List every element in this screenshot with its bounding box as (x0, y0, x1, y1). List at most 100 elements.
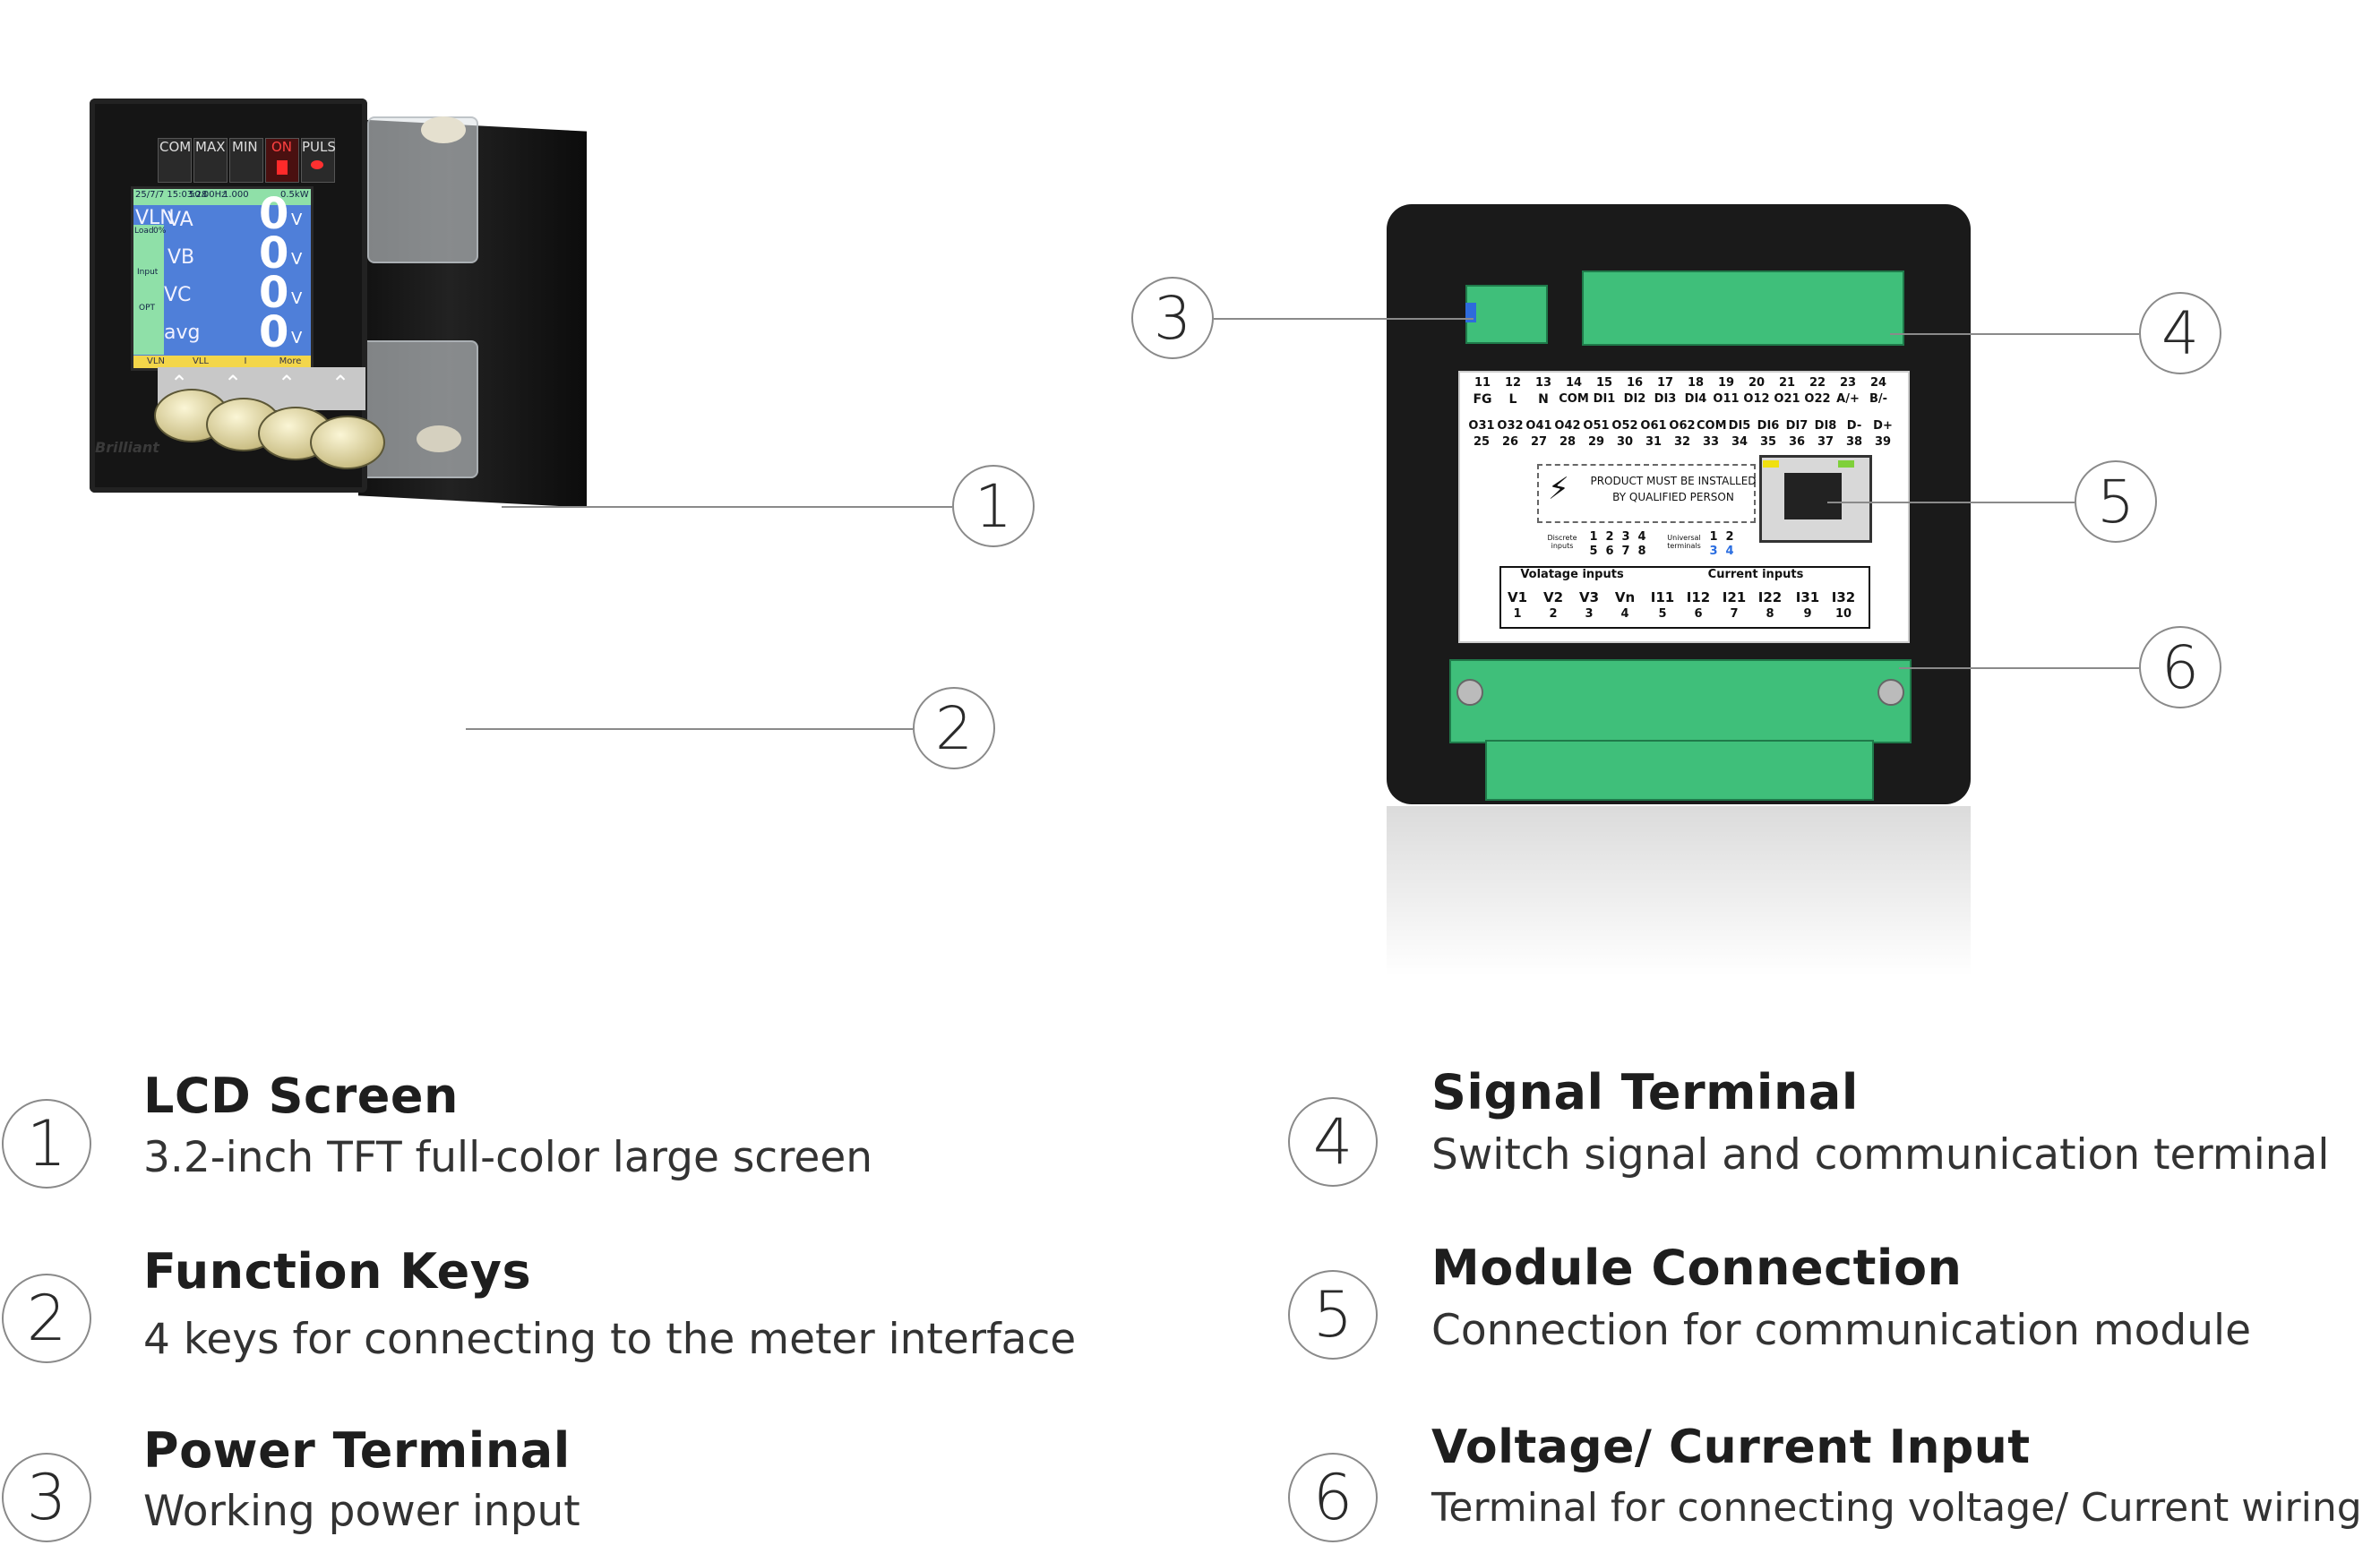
led-puls: PULS (301, 138, 336, 183)
top-terminal-label: O11 (1713, 392, 1740, 406)
leader-line-5 (1827, 502, 2075, 503)
chevron-up-icon: ⌃ (224, 371, 243, 396)
mid-terminal-num: 25 (1473, 435, 1491, 449)
universal-num: 2 (1725, 530, 1734, 544)
led-label: COM (159, 139, 192, 155)
top-terminal-label: DI2 (1623, 392, 1646, 406)
bottom-terminal-num: 1 (1513, 607, 1522, 621)
legend-num-1: 1 (2, 1099, 91, 1189)
lcd-side-panel (133, 225, 164, 355)
warning-text-line-2: BY QUALIFIED PERSON (1612, 491, 1734, 503)
voltage-inputs-header: Volatage inputs (1520, 568, 1624, 581)
top-terminal-num: 18 (1687, 376, 1705, 390)
status-date: 25/7/7 15:03:28 (135, 190, 208, 200)
power-terminal-latch (1465, 303, 1476, 322)
status-pf: 1.000 (223, 190, 249, 200)
discrete-inputs-label: Discrete inputs (1547, 534, 1577, 550)
mid-terminal-num: 33 (1702, 435, 1720, 449)
top-terminal-label: A/+ (1836, 392, 1860, 406)
bottom-terminal-label: Vn (1614, 589, 1636, 605)
mid-terminal-num: 31 (1645, 435, 1663, 449)
row-unit-vc: V (291, 289, 303, 308)
top-terminal-label: FG (1473, 392, 1492, 407)
power-terminal (1465, 285, 1548, 344)
mid-terminal-label: O42 (1554, 419, 1581, 433)
back-device-image: 11 12 13 14 15 16 17 18 19 20 21 22 23 2… (1387, 204, 1971, 804)
legend-title-2: Function Keys (143, 1243, 532, 1300)
mid-terminal-row: O31 O32 O41 O42 O51 O52 O61 O62 COM DI5 … (1467, 419, 1899, 455)
input-table (1499, 566, 1870, 629)
top-terminal-label: B/- (1869, 392, 1888, 406)
led-dot-icon (311, 160, 323, 169)
top-terminal-label: N (1538, 392, 1549, 407)
chevron-up-icon: ⌃ (278, 371, 296, 396)
mid-terminal-label: D- (1846, 419, 1862, 433)
lcd-mode-label: VLN (135, 207, 175, 229)
discrete-num: 4 (1637, 530, 1646, 544)
mid-terminal-label: DI5 (1728, 419, 1751, 433)
legend-num-6: 6 (1288, 1453, 1378, 1542)
top-terminal-num: 15 (1595, 376, 1613, 390)
callout-1: 1 (952, 465, 1035, 547)
top-terminal-label: DI3 (1654, 392, 1677, 406)
discrete-num: 7 (1621, 545, 1630, 558)
mid-terminal-num: 35 (1759, 435, 1777, 449)
side-load-label: Load (134, 227, 154, 236)
led-dot-icon (277, 160, 288, 175)
chevron-up-icon: ⌃ (331, 371, 350, 396)
bottom-terminal-label: V3 (1578, 589, 1600, 605)
row-value-avg: 0 (259, 307, 289, 357)
bottom-terminal-label: I21 (1722, 589, 1747, 605)
lcd-screen: 25/7/7 15:03:28 50.00Hz 1.000 0.5kW Load… (131, 186, 314, 371)
discrete-num: 3 (1621, 530, 1630, 544)
led-label: PULS (302, 139, 336, 155)
universal-num: 3 (1709, 545, 1718, 558)
mid-terminal-label: O61 (1640, 419, 1667, 433)
led-row: COM MAX MIN ON PULS (158, 138, 337, 183)
function-key-4[interactable] (310, 416, 385, 469)
mid-terminal-label: O51 (1583, 419, 1610, 433)
top-terminal-num: 14 (1565, 376, 1583, 390)
legend-title-6: Voltage/ Current Input (1431, 1421, 2031, 1474)
bottom-terminal-num: 10 (1834, 607, 1852, 621)
bottom-terminal-num: 8 (1766, 607, 1774, 621)
softkey-label-i: I (244, 356, 247, 366)
softkey-label-vln: VLN (147, 356, 165, 366)
row-label-avg: avg (164, 322, 201, 344)
legend-num-4: 4 (1288, 1097, 1378, 1187)
mid-terminal-num: 39 (1874, 435, 1892, 449)
bottom-terminal-label: I12 (1686, 589, 1711, 605)
led-on: ON (265, 138, 299, 183)
rj45-led-icon (1763, 460, 1779, 468)
mid-terminal-label: O32 (1497, 419, 1524, 433)
led-label: ON (271, 139, 293, 155)
current-inputs-header: Current inputs (1707, 568, 1804, 581)
legend-desc-1: 3.2-inch TFT full-color large screen (143, 1133, 873, 1182)
softkey-bar (133, 356, 311, 368)
softkey-label-more: More (279, 356, 302, 366)
mid-terminal-num: 27 (1530, 435, 1548, 449)
legend-num-3: 3 (2, 1453, 91, 1542)
top-terminal-label: L (1508, 392, 1517, 407)
leader-line-4 (1890, 333, 2139, 335)
mid-terminal-label: O41 (1525, 419, 1552, 433)
mid-terminal-num: 36 (1788, 435, 1806, 449)
row-label-vc: VC (164, 284, 192, 306)
led-com: COM (158, 138, 192, 183)
row-value-vb: 0 (259, 228, 289, 279)
mid-terminal-label: O52 (1611, 419, 1638, 433)
mid-terminal-label: DI6 (1757, 419, 1780, 433)
discrete-num: 5 (1589, 545, 1598, 558)
universal-terminals-label: Universal terminals (1667, 534, 1701, 550)
universal-num: 4 (1725, 545, 1734, 558)
mid-terminal-label: DI8 (1814, 419, 1837, 433)
top-terminal-label: O21 (1774, 392, 1800, 406)
top-terminal-num: 21 (1778, 376, 1796, 390)
leader-line-2 (466, 728, 913, 730)
bottom-terminal-num: 7 (1730, 607, 1739, 621)
discrete-num: 2 (1605, 530, 1614, 544)
row-value-vc: 0 (259, 268, 289, 318)
bottom-terminal-num: 2 (1549, 607, 1558, 621)
side-load-pct: 0% (153, 227, 167, 236)
bottom-terminal-row: V1 V2 V3 Vn I11 I12 I21 I22 I31 I32 1 2 … (1499, 589, 1867, 625)
